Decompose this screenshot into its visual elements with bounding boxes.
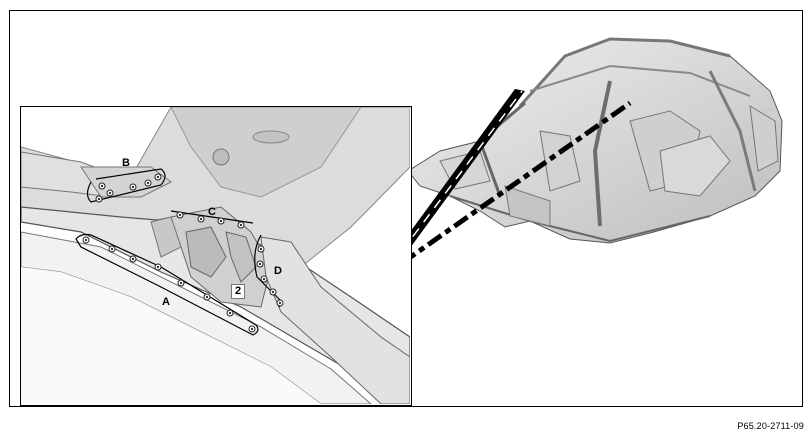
car-body-shell: [407, 37, 783, 244]
detail-illustration: [21, 107, 410, 404]
detail-view: B A C D 2: [20, 106, 412, 406]
weld-points: [82, 173, 284, 333]
figure-frame: B A C D 2: [9, 10, 803, 407]
figure-reference-code: P65.20-2711-09: [737, 421, 804, 431]
callout-part-2: 2: [231, 284, 246, 299]
callout-d: D: [274, 265, 282, 277]
callout-b: B: [122, 157, 130, 169]
callout-c: C: [208, 206, 216, 218]
detail-leader-lines: [400, 89, 632, 266]
callout-a: A: [162, 296, 170, 308]
vehicle-body-illustration: [400, 37, 783, 266]
